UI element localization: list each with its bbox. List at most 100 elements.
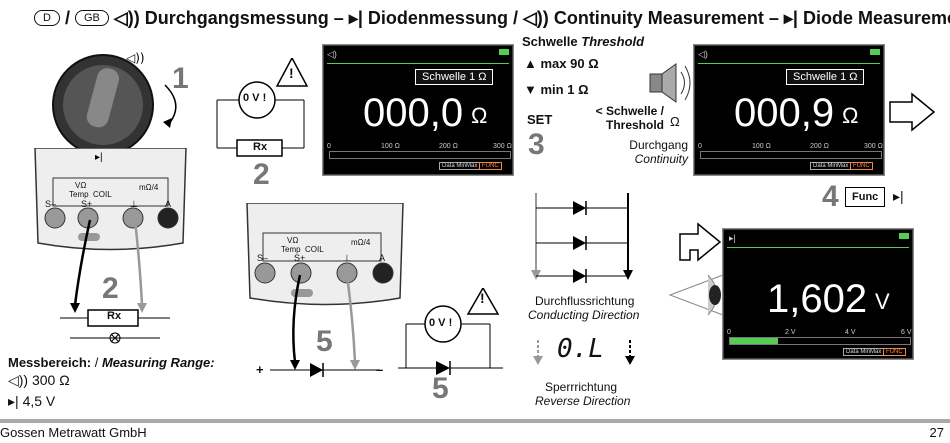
meter-front-left: ▸| S– S+ ⊥ A VΩ Temp COIL mΩ/4 xyxy=(33,147,188,253)
rotate-arrow-icon xyxy=(163,84,177,128)
warning-icon-2: ! xyxy=(480,290,485,306)
range-continuity: 300 Ω xyxy=(31,372,70,388)
step-4: 4 xyxy=(822,180,839,213)
diode-icon-3: ▸| xyxy=(8,393,23,409)
battery-icon xyxy=(499,49,509,55)
terminal-label: ⊥ xyxy=(130,199,138,209)
warning-icon: ! xyxy=(289,65,294,81)
reading-value-2: 000,9 xyxy=(734,91,835,135)
range-label-de: Messbereich: xyxy=(8,355,92,370)
terminal-label: ⊥ xyxy=(343,253,351,263)
temp-label: Temp xyxy=(69,190,89,199)
step-3: 3 xyxy=(528,128,545,161)
footer-company: Gossen Metrawatt GmbH xyxy=(0,425,147,440)
reading-value: 000,0 xyxy=(363,91,464,135)
footer-divider xyxy=(0,419,950,423)
tick-label: 0 xyxy=(327,143,331,150)
reverse-direction-label: Sperrrichtung Reverse Direction xyxy=(535,380,631,408)
mohm-label: mΩ/4 xyxy=(351,238,371,247)
threshold-heading: Schwelle Threshold xyxy=(522,34,645,49)
temp-label: Temp xyxy=(281,245,301,254)
svg-text:◁)): ◁)) xyxy=(125,51,145,65)
title-part-1: Durchgangsmessung – xyxy=(144,7,344,28)
func-key[interactable]: Func xyxy=(845,187,886,207)
range-box: Schwelle 1 Ω xyxy=(415,69,494,85)
continuity-label: Durchgang Continuity xyxy=(629,138,688,166)
down-arrow-icon[interactable]: ▼ xyxy=(524,82,537,97)
step-2-right: 2 xyxy=(253,158,270,191)
voltage-check-label-2: 0 V ! xyxy=(429,317,453,329)
level-bar-fill xyxy=(730,338,778,344)
battery-icon-2 xyxy=(870,49,880,55)
language-badge-d: D xyxy=(34,10,60,27)
vohm-label: VΩ xyxy=(287,236,299,245)
loudspeaker-icon xyxy=(649,63,691,103)
rotary-knob-icon: ◁)) xyxy=(52,51,154,156)
page-number: 27 xyxy=(929,425,944,440)
data-minmax-softkey-2[interactable]: Data MinMax xyxy=(810,162,852,170)
resistor-label: Rx xyxy=(107,310,122,322)
range-diode: 4,5 V xyxy=(22,393,56,409)
test-leads-center xyxy=(270,274,380,377)
resistor-label-2: Rx xyxy=(253,141,268,153)
data-minmax-softkey[interactable]: Data MinMax xyxy=(439,162,481,170)
resistor-left: Rx xyxy=(60,306,170,346)
step-2-left: 2 xyxy=(102,272,119,305)
minus-sign: – xyxy=(376,362,384,377)
terminal-label: S+ xyxy=(81,199,93,209)
reading-unit: Ω xyxy=(471,103,488,128)
voltage-check-circuit xyxy=(216,58,309,157)
terminal-label: S– xyxy=(257,253,269,263)
tick-label: 300 Ω xyxy=(493,143,512,150)
diode-direction-diagram xyxy=(531,193,633,283)
func-softkey[interactable]: FUNC xyxy=(479,162,502,170)
diode-icon-2: ▸| xyxy=(783,7,798,28)
coil-label: COIL xyxy=(93,190,112,199)
terminal-label: S+ xyxy=(294,253,306,263)
display-diode: ▸| 1,602 V 0 2 V 4 V 6 V Data MinMax FUN… xyxy=(722,228,914,360)
data-minmax-softkey-3[interactable]: Data MinMax xyxy=(843,348,885,356)
tick-label: 200 Ω xyxy=(439,143,458,150)
page-title: D / GB ◁)) Durchgangsmessung – ▸| Dioden… xyxy=(34,7,950,29)
step-5-right: 5 xyxy=(432,372,449,405)
speaker-icon: ◁)) xyxy=(113,7,140,28)
language-badge-gb: GB xyxy=(74,10,109,27)
threshold-min: ▼ min 1 Ω xyxy=(524,82,589,97)
set-label: SET xyxy=(527,112,553,127)
eye-icon xyxy=(668,274,724,316)
tick-label: 0 xyxy=(727,329,731,336)
plus-sign: + xyxy=(256,362,264,377)
step-5-left: 5 xyxy=(316,325,333,358)
rotary-switch: ◁)) xyxy=(48,50,158,160)
range-box-2: Schwelle 1 Ω xyxy=(786,69,865,85)
back-arrow-icon xyxy=(679,222,722,262)
title-part-4: Diode Measurement xyxy=(802,7,950,28)
tick-label: 100 Ω xyxy=(752,143,771,150)
up-arrow-icon[interactable]: ▲ xyxy=(524,56,537,71)
tick-label: 100 Ω xyxy=(381,143,400,150)
speaker-icon-small-2: ◁) xyxy=(698,49,708,59)
func-softkey-3[interactable]: FUNC xyxy=(883,348,906,356)
func-softkey-2[interactable]: FUNC xyxy=(850,162,873,170)
next-arrow-icon xyxy=(889,92,936,132)
terminal-label: A xyxy=(379,253,386,263)
voltage-check-label: 0 V ! xyxy=(243,92,267,104)
title-part-3: Continuity Measurement – xyxy=(553,7,779,28)
title-part-2: Diodenmessung / xyxy=(367,7,518,28)
voltage-check-circuit-2 xyxy=(398,288,503,375)
tick-label: 6 V xyxy=(901,329,912,336)
tick-label: 0 xyxy=(698,143,702,150)
battery-icon-3 xyxy=(899,233,909,239)
tick-label: 300 Ω xyxy=(864,143,883,150)
vohm-label: VΩ xyxy=(75,181,87,190)
tick-label: 4 V xyxy=(845,329,856,336)
diode-icon: ▸| xyxy=(348,7,363,28)
less-threshold-label: < Schwelle / Threshold xyxy=(595,104,664,132)
threshold-max: ▲ max 90 Ω xyxy=(524,56,599,71)
svg-text:▸|: ▸| xyxy=(95,152,103,163)
tick-label: 2 V xyxy=(785,329,796,336)
reverse-display: 0.L xyxy=(557,334,604,364)
diode-icon-small: ▸| xyxy=(729,233,736,243)
reading-unit-2: Ω xyxy=(842,103,859,128)
diode-icon-4: ▸| xyxy=(893,188,904,204)
